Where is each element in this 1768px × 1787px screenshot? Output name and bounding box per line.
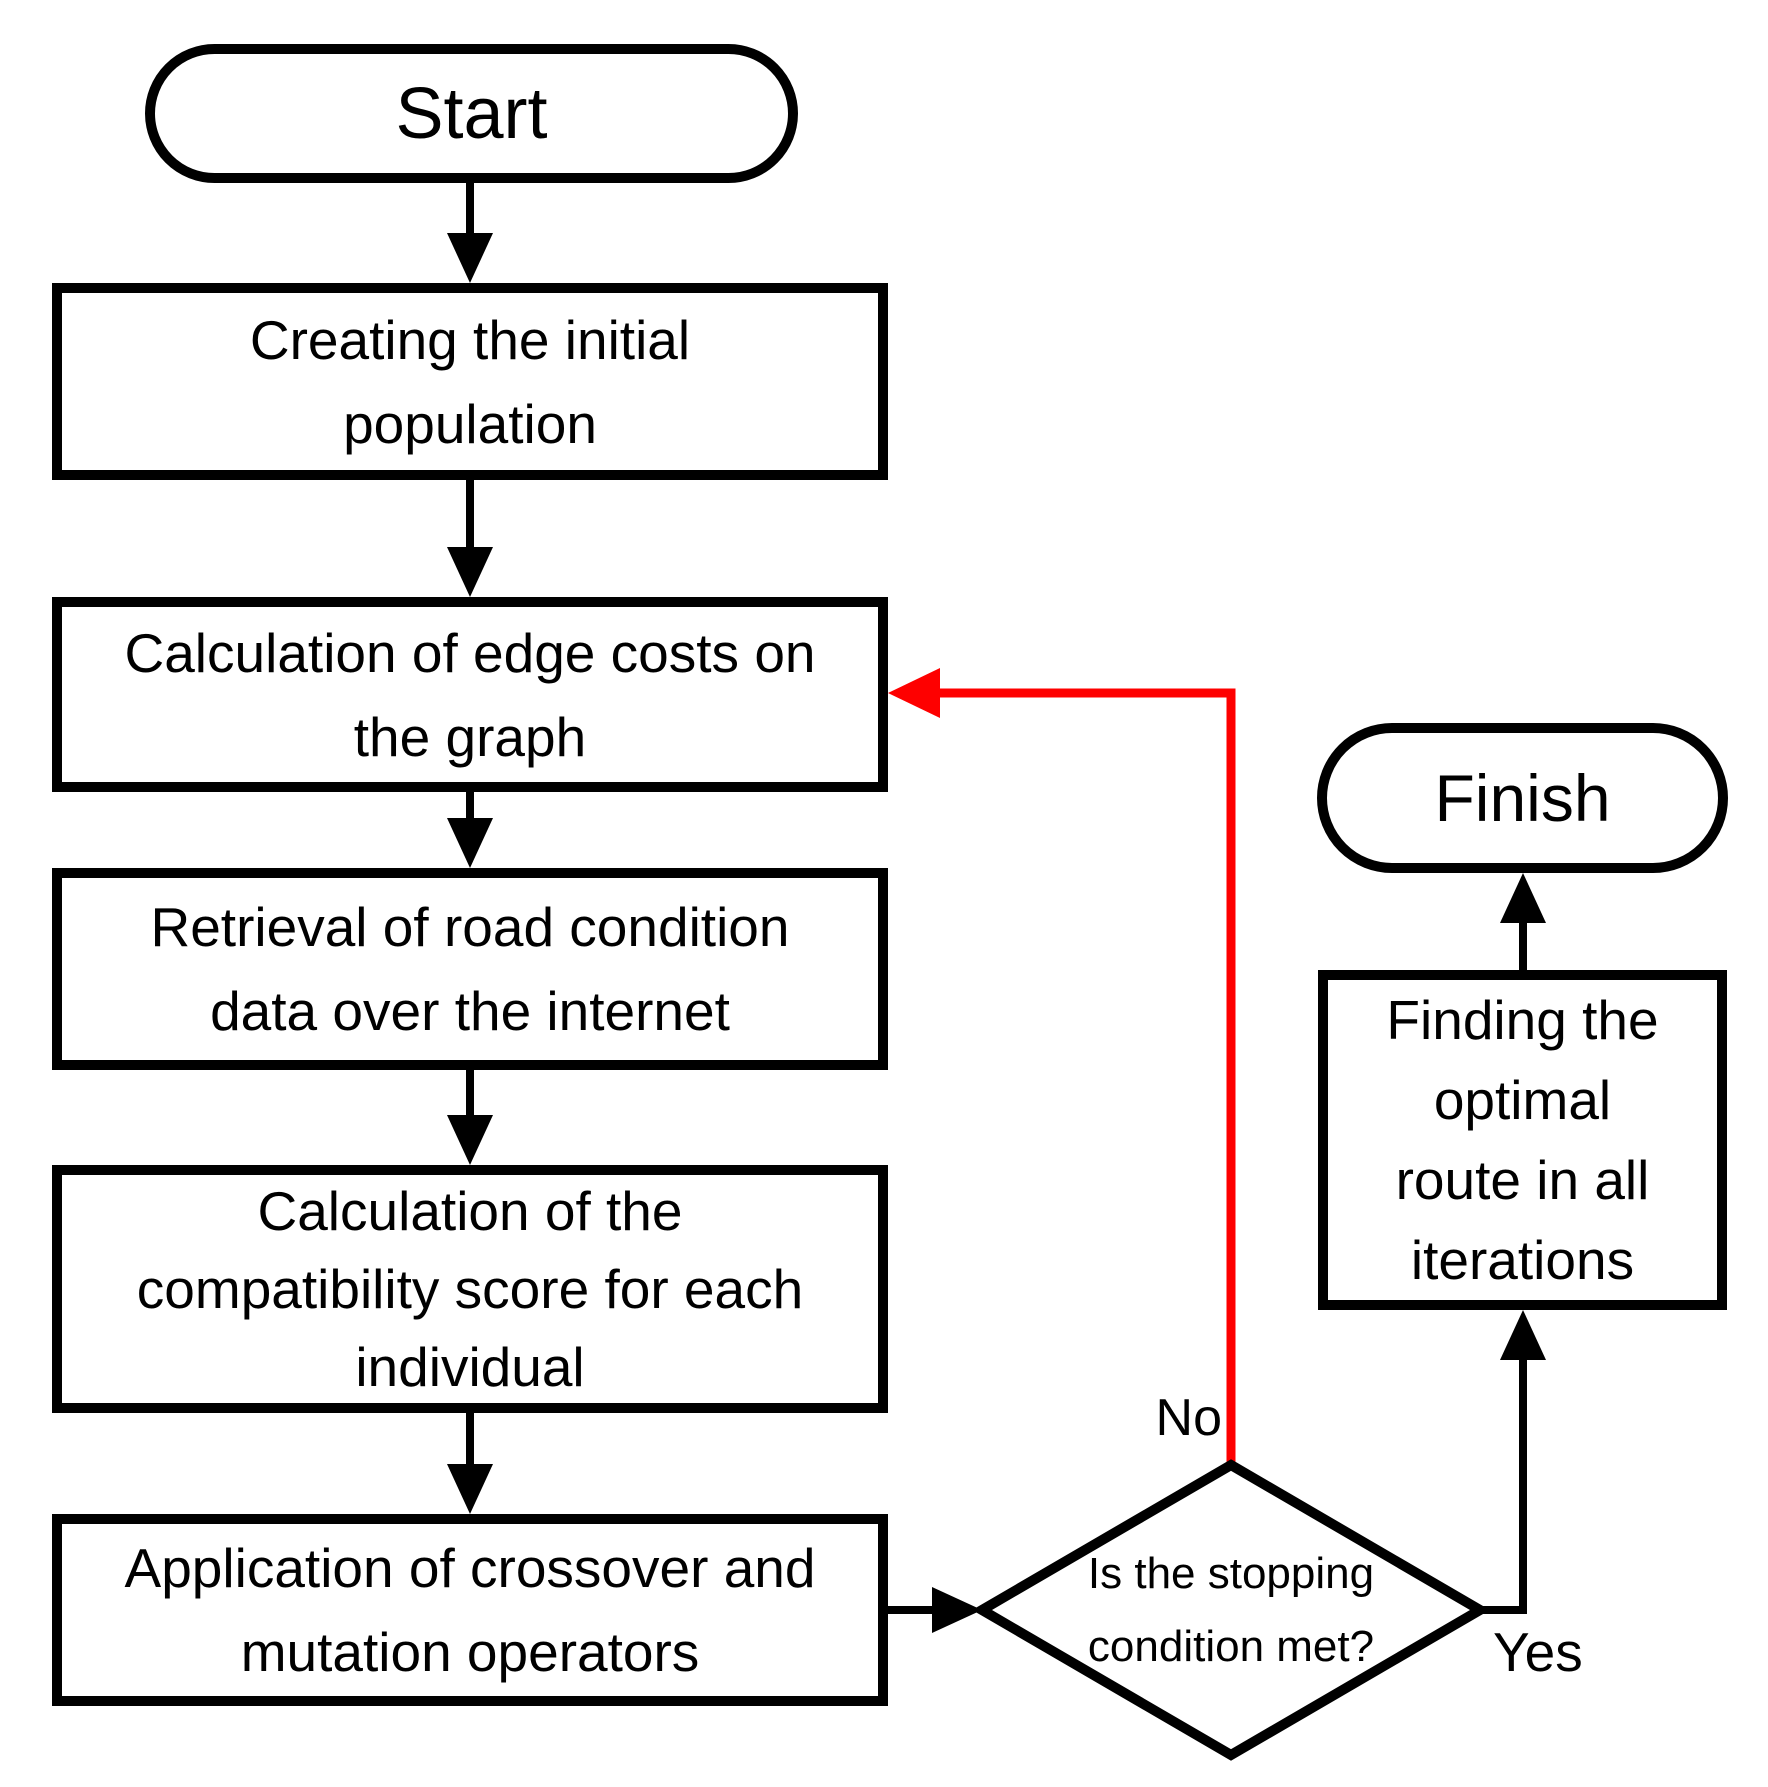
start-node: Start (145, 44, 798, 183)
edge-costs-node: Calculation of edge costs on the graph (52, 597, 888, 792)
arrowhead-right-icon (932, 1587, 982, 1633)
node-text-line: compatibility score for each (136, 1258, 804, 1320)
node-text-line: iterations (1410, 1229, 1635, 1291)
node-text-line: mutation operators (240, 1621, 700, 1683)
arrowhead-up-icon (1500, 1310, 1546, 1360)
finish-label: Finish (1434, 761, 1611, 835)
node-text-line: Retrieval of road condition (150, 896, 790, 958)
compatibility-score-node: Calculation of the compatibility score f… (52, 1165, 888, 1413)
node-text-line: Calculation of edge costs on (124, 621, 816, 684)
finish-node: Finish (1317, 723, 1728, 873)
node-text-line: individual (355, 1336, 585, 1398)
arrowhead-left-red-icon (888, 668, 940, 718)
node-text-line: Application of crossover and (124, 1537, 816, 1599)
road-condition-node: Retrieval of road condition data over th… (52, 868, 888, 1070)
node-text-line: data over the internet (210, 980, 730, 1042)
no-edge-label: No (1155, 1389, 1222, 1447)
crossover-mutation-node: Application of crossover and mutation op… (52, 1514, 888, 1706)
node-text-line: Creating the initial (249, 308, 691, 371)
decision-diamond (972, 1459, 1490, 1761)
arrowhead-down-icon (447, 1464, 493, 1514)
node-text-line: population (343, 392, 597, 455)
arrowhead-down-icon (447, 818, 493, 868)
yes-edge-label: Yes (1493, 1621, 1583, 1683)
start-label: Start (395, 73, 548, 154)
arrowhead-up-icon (1500, 873, 1546, 923)
node-text-line: Finding the (1386, 989, 1659, 1051)
arrowhead-down-icon (447, 1115, 493, 1165)
node-text-line: the graph (353, 705, 587, 768)
optimal-route-node: Finding the optimal route in all iterati… (1318, 970, 1727, 1310)
create-population-node: Creating the initial population (52, 283, 888, 480)
node-text-line: Calculation of the (257, 1180, 683, 1242)
connector-yes-path (1480, 1355, 1527, 1614)
no-feedback-line (935, 688, 1236, 1465)
arrowhead-down-icon (447, 233, 493, 283)
arrowhead-down-icon (447, 547, 493, 597)
node-text-line: route in all (1395, 1149, 1650, 1211)
node-text-line: optimal (1433, 1069, 1612, 1131)
